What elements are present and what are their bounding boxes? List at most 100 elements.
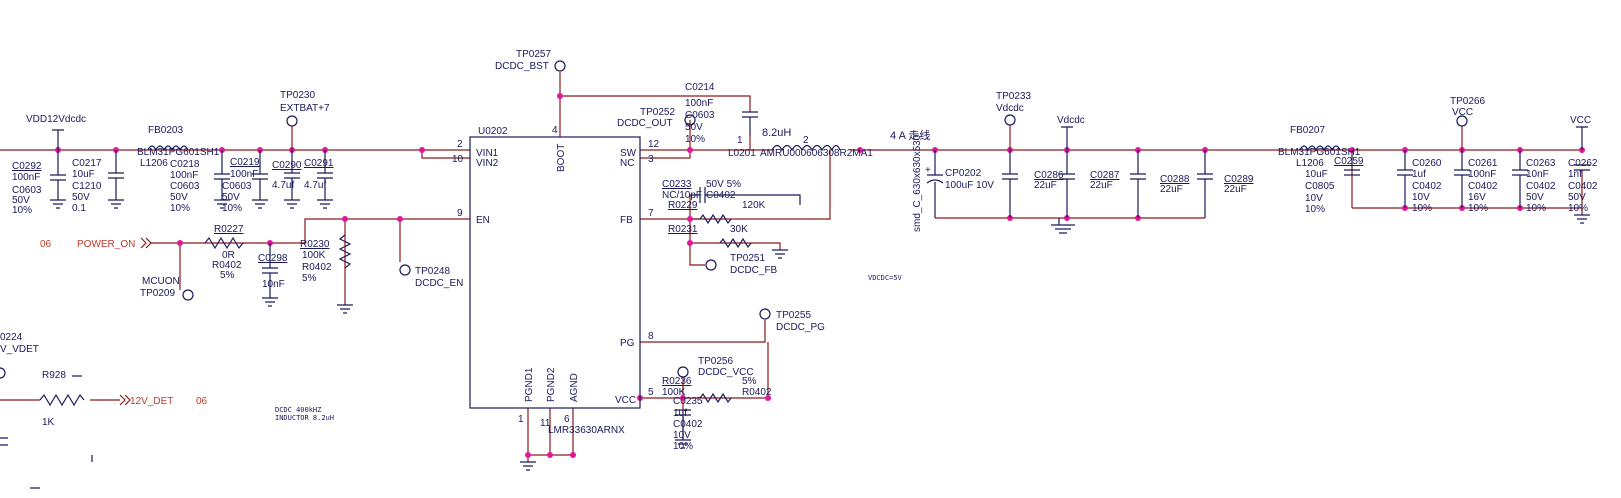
svg-text:C0259: C0259 bbox=[1334, 156, 1364, 167]
trace-note: 4 A 走线 bbox=[890, 128, 930, 142]
testpoints: TP0257 DCDC_BST TP0230 EXTBAT+7 TP0252 D… bbox=[140, 49, 1485, 378]
net-vcc: VCC bbox=[1570, 115, 1591, 126]
svg-text:10uF: 10uF bbox=[1305, 169, 1328, 180]
tp0256: TP0256 DCDC_VCC bbox=[677, 356, 754, 378]
svg-text:MCUON: MCUON bbox=[142, 276, 180, 287]
tp0266: TP0266 VCC bbox=[1450, 96, 1485, 150]
pin-boot: BOOT bbox=[556, 144, 567, 172]
pin-num-nc: 3 bbox=[648, 154, 654, 165]
svg-text:NC/10pF: NC/10pF bbox=[662, 190, 702, 201]
ic-u0202[interactable]: U0202 LMR33630ARNX VIN1 VIN2 EN SW NC FB… bbox=[452, 125, 660, 436]
svg-text:C0291: C0291 bbox=[304, 158, 334, 169]
pin-vcc: VCC bbox=[615, 395, 636, 406]
svg-text:1K: 1K bbox=[42, 417, 55, 428]
svg-text:C0287: C0287 bbox=[1090, 170, 1120, 181]
svg-text:10nF: 10nF bbox=[1526, 169, 1549, 180]
svg-text:50V: 50V bbox=[12, 195, 30, 206]
svg-text:L1206: L1206 bbox=[1296, 158, 1324, 169]
svg-text:C0235: C0235 bbox=[673, 396, 703, 407]
svg-text:10%: 10% bbox=[673, 441, 693, 452]
svg-text:V_VDET: V_VDET bbox=[0, 344, 39, 355]
svg-text:C0263: C0263 bbox=[1526, 158, 1556, 169]
svg-text:C0402: C0402 bbox=[1568, 181, 1598, 192]
svg-text:0224: 0224 bbox=[0, 332, 23, 343]
svg-text:R0402: R0402 bbox=[742, 387, 772, 398]
svg-text:10%: 10% bbox=[12, 205, 32, 216]
svg-text:C0214: C0214 bbox=[685, 82, 715, 93]
svg-text:0.1: 0.1 bbox=[72, 203, 86, 214]
svg-text:Vdcdc: Vdcdc bbox=[996, 103, 1024, 114]
svg-text:BLM31PG601SH1: BLM31PG601SH1 bbox=[1278, 147, 1361, 158]
vdcdc-note: VDCDC=5V bbox=[868, 274, 903, 282]
tp0248: TP0248 DCDC_EN bbox=[399, 264, 463, 289]
svg-text:C0262: C0262 bbox=[1568, 158, 1598, 169]
pin-num-agnd: 6 bbox=[564, 414, 570, 425]
ic-part: LMR33630ARNX bbox=[548, 425, 625, 436]
svg-text:1nf: 1nf bbox=[1568, 169, 1582, 180]
svg-text:50V: 50V bbox=[1526, 192, 1544, 203]
svg-text:TP0209: TP0209 bbox=[140, 288, 175, 299]
net-vdcdc: Vdcdc bbox=[1057, 115, 1085, 126]
power-flags: VDD12Vdcdc Vdcdc VCC bbox=[26, 114, 1591, 150]
net-labels: 06 POWER_ON 12V_DET 06 V_VDET 0224 VDCDC… bbox=[0, 128, 930, 489]
tp0252: TP0252 DCDC_OUT bbox=[617, 107, 696, 129]
svg-text:L0201: L0201 bbox=[728, 148, 756, 159]
svg-text:C0402: C0402 bbox=[1526, 181, 1556, 192]
svg-text:DCDC_EN: DCDC_EN bbox=[415, 278, 463, 289]
pin-num-pgnd2: 11 bbox=[540, 418, 551, 429]
pin-num-en: 9 bbox=[457, 208, 463, 219]
pin-en: EN bbox=[476, 215, 490, 226]
power-on-ref: 06 bbox=[40, 239, 52, 250]
svg-text:R0231: R0231 bbox=[668, 224, 698, 235]
svg-text:100nF: 100nF bbox=[170, 170, 198, 181]
svg-text:VCC: VCC bbox=[1452, 107, 1473, 118]
svg-text:C0219: C0219 bbox=[230, 157, 260, 168]
pin-num-fb: 7 bbox=[648, 208, 654, 219]
svg-text:C0402: C0402 bbox=[706, 190, 736, 201]
svg-text:smd_C_630x630x530: smd_C_630x630x530 bbox=[912, 134, 923, 232]
svg-text:BLM31PG601SH1: BLM31PG601SH1 bbox=[137, 147, 220, 158]
svg-text:C0603: C0603 bbox=[685, 110, 715, 121]
svg-text:AMRU000606308R2MA1: AMRU000606308R2MA1 bbox=[760, 148, 873, 159]
svg-text:22uF: 22uF bbox=[1224, 184, 1247, 195]
svg-text:10%: 10% bbox=[1305, 204, 1325, 215]
svg-text:22uF: 22uF bbox=[1090, 180, 1113, 191]
tp0257: TP0257 DCDC_BST bbox=[495, 49, 566, 72]
svg-text:100nF: 100nF bbox=[230, 169, 258, 180]
svg-text:DCDC_OUT: DCDC_OUT bbox=[617, 118, 673, 129]
svg-text:DCDC_BST: DCDC_BST bbox=[495, 61, 549, 72]
svg-text:C0233: C0233 bbox=[662, 179, 692, 190]
svg-text:5%: 5% bbox=[220, 270, 235, 281]
svg-text:10%: 10% bbox=[685, 134, 705, 145]
svg-text:TP0248: TP0248 bbox=[415, 266, 450, 277]
svg-text:10%: 10% bbox=[1468, 203, 1488, 214]
svg-text:50V: 50V bbox=[222, 192, 240, 203]
pin-num-vcc: 5 bbox=[648, 387, 654, 398]
svg-text:EXTBAT+7: EXTBAT+7 bbox=[280, 103, 330, 114]
pin-vin1: VIN1 bbox=[476, 148, 499, 159]
svg-text:50V: 50V bbox=[72, 192, 90, 203]
svg-text:DCDC_PG: DCDC_PG bbox=[776, 322, 825, 333]
svg-text:C0217: C0217 bbox=[72, 158, 102, 169]
svg-text:5%: 5% bbox=[302, 273, 317, 284]
tp0255: TP0255 DCDC_PG bbox=[759, 308, 825, 333]
svg-text:TP0233: TP0233 bbox=[996, 91, 1031, 102]
svg-text:R0236: R0236 bbox=[662, 376, 692, 387]
svg-text:+: + bbox=[925, 165, 931, 176]
svg-text:C0218: C0218 bbox=[170, 159, 200, 170]
svg-text:10%: 10% bbox=[222, 203, 242, 214]
svg-text:1uf: 1uf bbox=[1412, 169, 1426, 180]
svg-text:C0402: C0402 bbox=[1412, 181, 1442, 192]
svg-text:10%: 10% bbox=[1526, 203, 1546, 214]
svg-text:50V 5%: 50V 5% bbox=[706, 179, 741, 190]
svg-text:10uF: 10uF bbox=[72, 169, 95, 180]
svg-text:16V: 16V bbox=[1468, 192, 1486, 203]
svg-text:100nF: 100nF bbox=[685, 98, 713, 109]
dcdc-note-2: INDUCTOR 8.2uH bbox=[275, 414, 334, 422]
tp0209: MCUON TP0209 bbox=[140, 276, 194, 301]
svg-text:0R: 0R bbox=[222, 250, 235, 261]
svg-text:C0603: C0603 bbox=[12, 185, 42, 196]
pin-num-vin2: 10 bbox=[452, 154, 464, 165]
svg-text:10%: 10% bbox=[170, 203, 190, 214]
svg-text:4.7uf: 4.7uf bbox=[304, 180, 326, 191]
